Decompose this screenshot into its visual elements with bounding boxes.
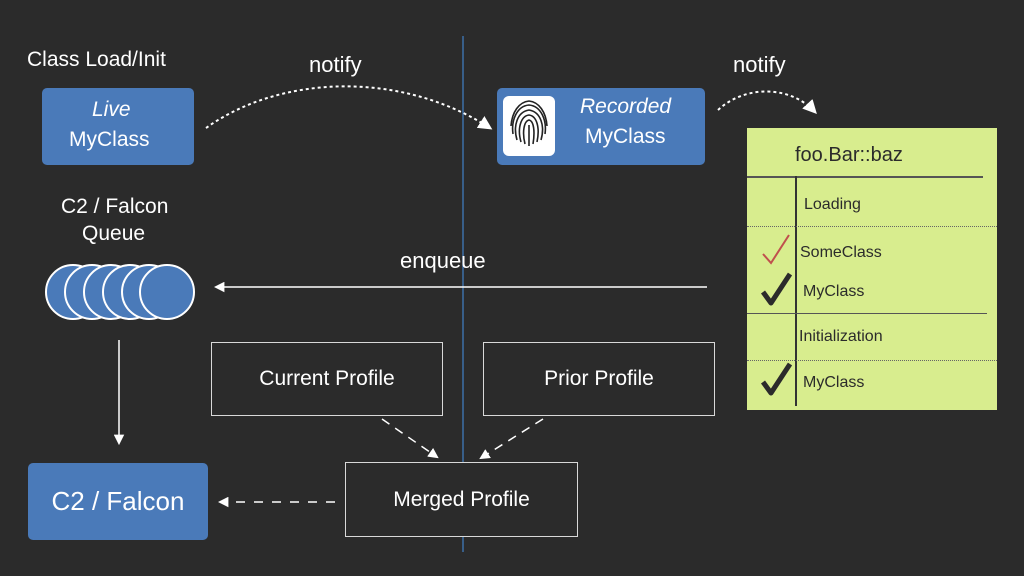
init-header: Initialization (799, 328, 883, 345)
init-item: MyClass (803, 374, 865, 391)
notify-right-label: notify (733, 52, 786, 77)
checkmark-icon (760, 272, 793, 306)
note-title: foo.Bar::baz (795, 144, 903, 166)
recorded-class-name: MyClass (585, 125, 666, 148)
recorded-label: Recorded (580, 95, 672, 118)
compiler-box: C2 / Falcon (28, 463, 208, 540)
note-section-rule (747, 313, 987, 314)
queue-item (139, 264, 195, 320)
loading-header: Loading (804, 196, 861, 213)
prior-to-merged-arrow (479, 418, 544, 460)
enqueue-label: enqueue (400, 248, 486, 273)
merged-profile-label: Merged Profile (393, 487, 530, 511)
queue-circles (45, 264, 195, 320)
notify-right-arrow (717, 90, 817, 115)
queue-label-line2: Queue (82, 222, 146, 245)
prior-profile-box: Prior Profile (483, 342, 715, 416)
note-dotted-rule (747, 226, 997, 227)
loading-item: MyClass (803, 283, 865, 300)
compiler-label: C2 / Falcon (51, 486, 185, 516)
checkmark-icon (762, 234, 790, 265)
checkmark-icon (760, 362, 793, 396)
current-to-merged-arrow (381, 418, 439, 459)
merged-profile-box: Merged Profile (345, 462, 578, 537)
prior-profile-label: Prior Profile (544, 367, 654, 390)
live-label: Live (92, 98, 131, 121)
loading-item: SomeClass (800, 244, 882, 261)
note-dotted-rule (747, 360, 997, 361)
method-note: foo.Bar::baz Loading SomeClass MyClass I… (747, 128, 997, 410)
notify-left-arrow (205, 85, 493, 130)
class-load-init-label: Class Load/Init (27, 48, 166, 71)
current-profile-label: Current Profile (259, 367, 395, 390)
fingerprint-icon (503, 96, 555, 156)
current-profile-box: Current Profile (211, 342, 443, 416)
recorded-myclass-box: Recorded MyClass (497, 88, 705, 165)
note-title-rule (747, 176, 983, 178)
live-class-name: MyClass (69, 128, 150, 151)
queue-label-line1: C2 / Falcon (61, 195, 169, 218)
live-myclass-box: Live MyClass (42, 88, 194, 165)
note-vertical-rule (795, 176, 797, 406)
notify-left-label: notify (309, 52, 362, 77)
